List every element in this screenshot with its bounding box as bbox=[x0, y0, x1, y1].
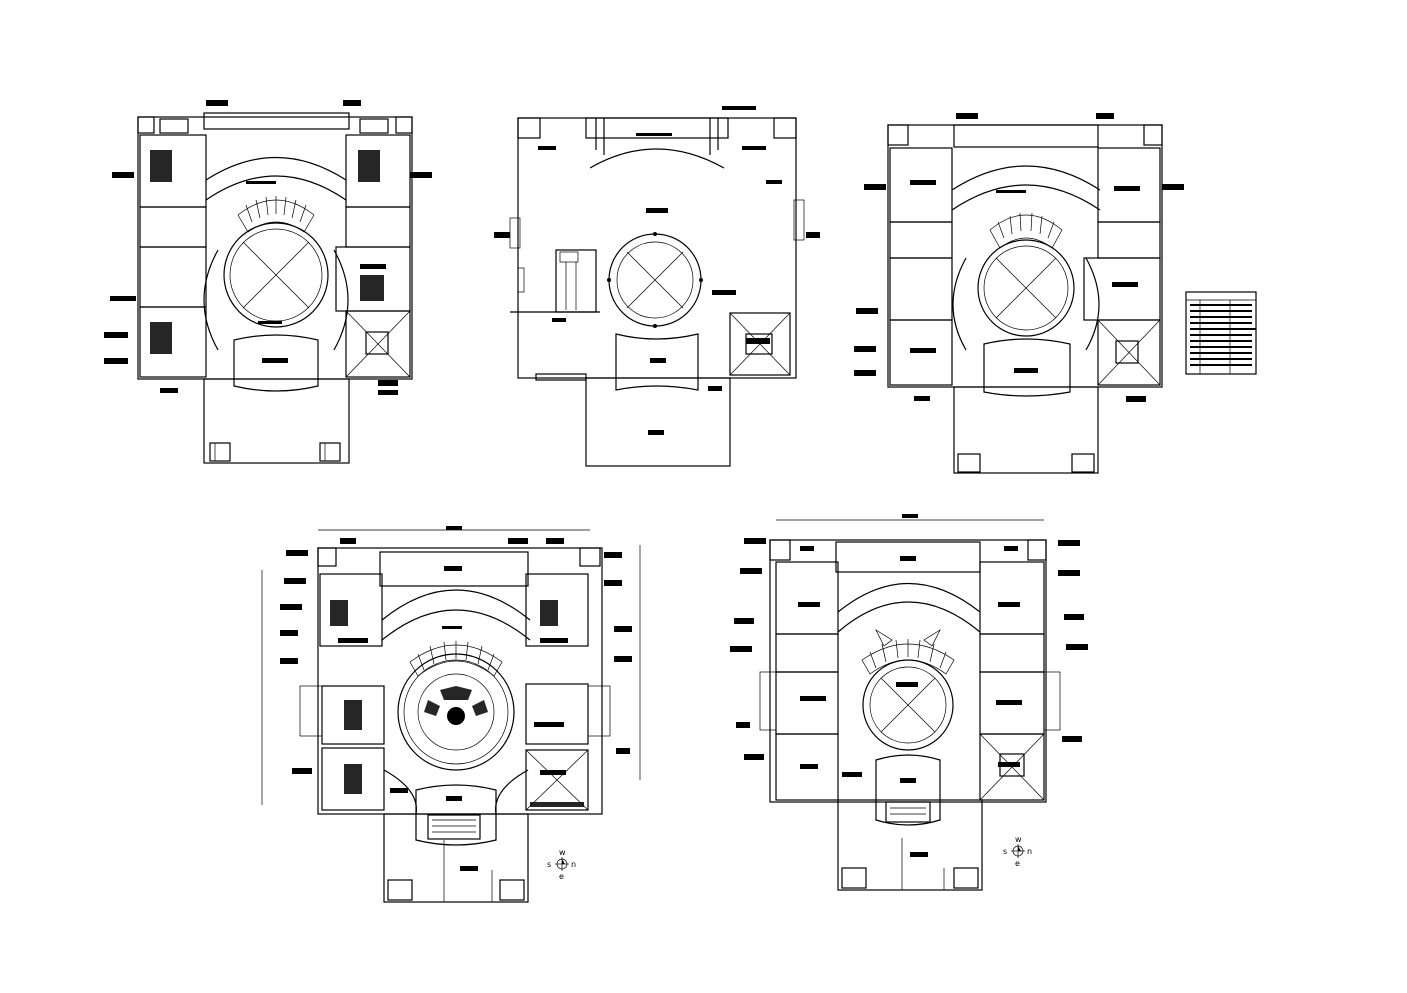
compass-n-label: n bbox=[571, 860, 576, 869]
floor-plan-5 bbox=[730, 514, 1088, 891]
floor-plan-4 bbox=[261, 526, 641, 903]
compass-rose-icon: w s n e bbox=[547, 848, 576, 881]
plan-3-outer-wall bbox=[887, 124, 1163, 388]
compass-s-label: s bbox=[1003, 847, 1007, 856]
floor-plan-1 bbox=[104, 100, 432, 464]
compass-e-label: e bbox=[1015, 859, 1020, 868]
compass-rose-icon: w s n e bbox=[1003, 835, 1032, 868]
floor-plan-3 bbox=[854, 113, 1257, 474]
legend-table bbox=[1185, 291, 1257, 375]
floor-plan-2 bbox=[494, 106, 820, 467]
compass-w-label: w bbox=[1015, 835, 1022, 844]
compass-e-label: e bbox=[559, 872, 564, 881]
compass-n-label: n bbox=[1027, 847, 1032, 856]
compass-w-label: w bbox=[559, 848, 566, 857]
compass-s-label: s bbox=[547, 860, 551, 869]
